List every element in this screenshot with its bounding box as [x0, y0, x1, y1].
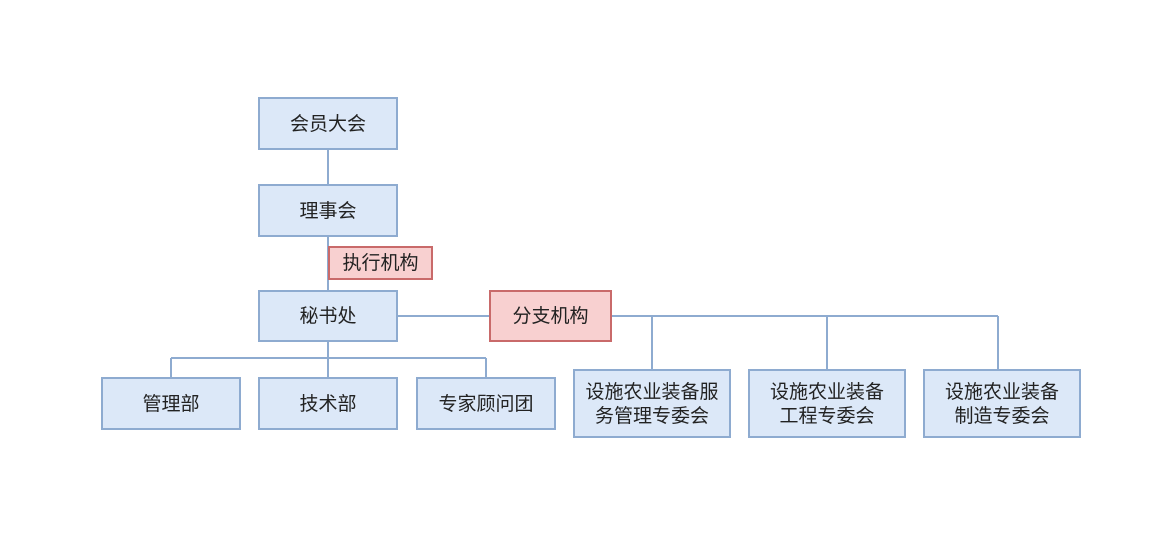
node-label: 执行机构	[342, 252, 419, 274]
node-label: 设施农业装备 工程专委会	[769, 380, 884, 427]
node-secretariat: 秘书处	[258, 290, 398, 342]
label-executive-body: 执行机构	[328, 246, 433, 280]
node-committee-manufacturing: 设施农业装备 制造专委会	[923, 369, 1081, 438]
node-label: 会员大会	[289, 112, 366, 135]
node-committee-service-management: 设施农业装备服 务管理专委会	[573, 369, 731, 438]
node-dept-technology: 技术部	[258, 377, 398, 430]
node-label: 理事会	[299, 199, 357, 222]
node-members-assembly: 会员大会	[258, 97, 398, 150]
node-dept-expert-advisory: 专家顾问团	[416, 377, 556, 430]
node-label: 分支机构	[512, 305, 589, 327]
node-committee-engineering: 设施农业装备 工程专委会	[748, 369, 906, 438]
node-label: 设施农业装备 制造专委会	[944, 380, 1059, 427]
node-label: 管理部	[142, 392, 200, 415]
node-label: 专家顾问团	[438, 392, 534, 415]
node-label: 秘书处	[299, 305, 357, 327]
node-label: 设施农业装备服 务管理专委会	[585, 380, 719, 427]
label-branch-body: 分支机构	[489, 290, 612, 342]
node-council: 理事会	[258, 184, 398, 237]
node-dept-management: 管理部	[101, 377, 241, 430]
node-label: 技术部	[299, 392, 357, 415]
